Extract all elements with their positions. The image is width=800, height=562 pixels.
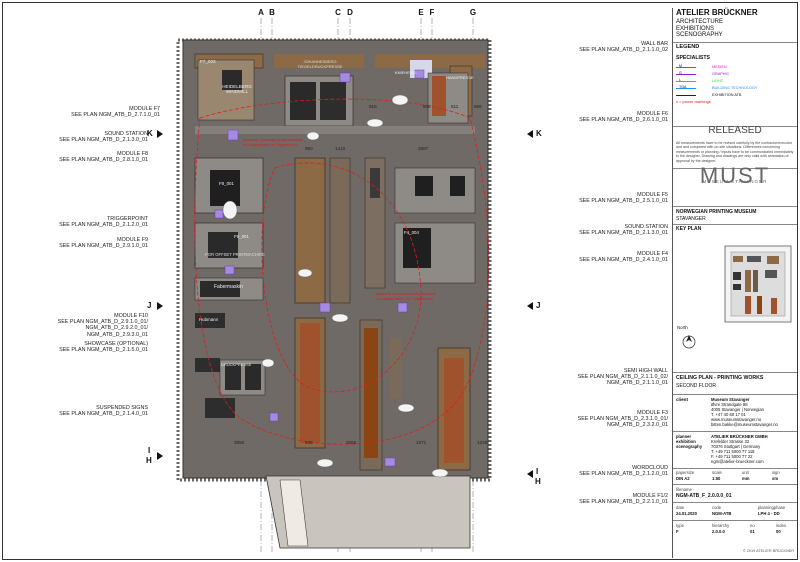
plan-label-hubmann: Hubmann xyxy=(199,317,219,322)
grid-letter-b: B xyxy=(269,8,275,17)
status-released: RELEASED xyxy=(708,125,762,136)
grid-letter-f: F xyxy=(429,8,435,17)
plan-label-f8: F8_001 xyxy=(219,181,234,186)
key-plan-thumbnail xyxy=(724,245,792,323)
drawing-title: CEILING PLAN - PRINTING WORKS xyxy=(676,375,764,381)
dim-label: 815 xyxy=(369,104,377,109)
plan-label-handpresse: HANDPRESSE xyxy=(446,75,474,80)
disciplines: ARCHITECTURE EXHIBITIONS SCENOGRAPHY xyxy=(676,19,724,39)
dim-label: 611 xyxy=(451,104,459,109)
planner-info: ATELIER BRÜCKNER GMBH Krefelder Strasse … xyxy=(711,434,768,464)
plan-label-f9: F9_001 xyxy=(234,234,249,239)
machine-note-1: Machine Sound as audio possible on louds… xyxy=(243,137,303,147)
north-arrow-icon xyxy=(682,335,696,349)
plan-label-johannesberg: JOHANNESBERG TIEGELDRUCKPRESSE xyxy=(297,59,343,69)
planner-label: planner exhibition scenography xyxy=(676,434,703,449)
dim-label: 2587 xyxy=(418,146,429,151)
title-block: ATELIER BRÜCKNER ARCHITECTURE EXHIBITION… xyxy=(672,8,797,558)
client-label: client xyxy=(676,397,688,402)
dim-label: 886 xyxy=(474,104,482,109)
power-markings-note: x = power markings xyxy=(676,99,711,104)
grid-letter-a: A xyxy=(258,8,264,17)
plan-label-fabermaskin: Fabermaskin xyxy=(214,284,243,290)
client-info: Museum Stavanger Øvre Strandgate 88 4005… xyxy=(711,397,778,427)
machine-note-2: Machine Sound as audio possible on louds… xyxy=(376,291,436,301)
filename-label: filename xyxy=(676,487,692,492)
plan-label-druckpresse: DRUCKPRESSE xyxy=(221,362,252,367)
plan-label-f4: F4_004 xyxy=(404,230,419,235)
grid-letter-e: E xyxy=(418,8,424,17)
project-city: STAVANGER xyxy=(676,216,706,222)
north-label: North xyxy=(677,325,688,330)
specialists-title: SPECIALISTS xyxy=(676,55,711,61)
dim-label: 600 xyxy=(423,104,431,109)
grid-letter-g: G xyxy=(469,8,477,17)
grid-letter-c: C xyxy=(335,8,341,17)
key-plan-title: KEY PLAN xyxy=(676,226,702,232)
plan-label-heidelberg: HEIDELBERG WINDMILL xyxy=(222,84,252,94)
project-name: NORWEGIAN PRINTING MUSEUM xyxy=(676,209,757,215)
filename-value: NGM-ATB_F_2.0.0.0_01 xyxy=(676,493,732,499)
floor-name: SECOND FLOOR xyxy=(676,383,717,389)
dim-label: 960 xyxy=(305,146,313,151)
must-logo: MUST MUSEUM STAVANGER xyxy=(699,163,771,188)
dim-label: 1410 xyxy=(335,146,346,151)
plan-label-f7: F7_003 xyxy=(200,59,216,64)
plan-label-kniehebel: KNIEHEBEL xyxy=(395,70,418,75)
legend-title: LEGEND xyxy=(676,44,700,50)
dim-label: 935 xyxy=(305,440,313,445)
callout-showcase: SHOWCASE (OPTIONAL)SEE PLAN NGM_ATB_D_2.… xyxy=(59,341,148,354)
dim-label: 2068 xyxy=(346,440,357,445)
dim-label: 1228 xyxy=(477,440,488,445)
dim-label: 1371 xyxy=(416,440,427,445)
dim-label: 3850 xyxy=(234,440,245,445)
legend-item: EXHIBITION ATB xyxy=(676,92,794,99)
copyright: © 2019 ATELIER BRÜCKNER xyxy=(742,549,794,553)
plan-label-offset: FOR OFFSET PRINTMACHINE xyxy=(205,252,265,257)
disclaimer: All measurements have to be revised care… xyxy=(676,141,794,163)
company-name: ATELIER BRÜCKNER xyxy=(676,8,758,17)
grid-letter-d: D xyxy=(347,8,353,17)
floor-plan xyxy=(176,18,492,553)
